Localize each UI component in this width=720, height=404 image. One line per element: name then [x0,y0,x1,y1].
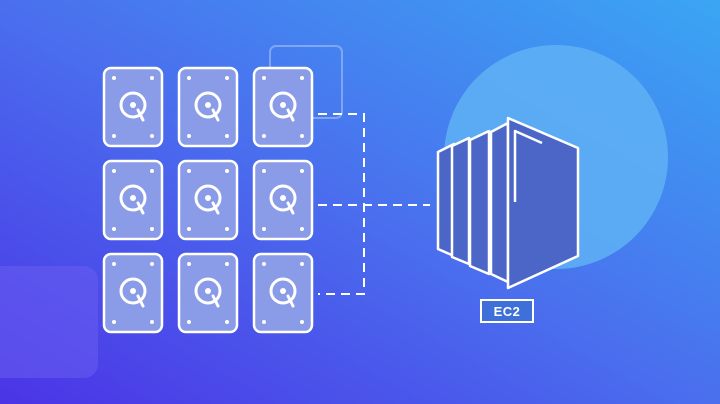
drive-arm [136,108,145,122]
drive-screw [187,169,191,173]
hard-drive-icon [252,252,314,334]
hard-drive-icon [252,66,314,148]
drive-screw [262,262,266,266]
drive-screw [300,134,304,138]
drive-screw [150,169,154,173]
drive-platter [269,277,297,305]
drive-spindle [130,195,136,201]
drive-arm [211,108,220,122]
drive-screw [112,169,116,173]
drive-screw [225,320,229,324]
drive-arm [136,294,145,308]
drive-screw [225,169,229,173]
drive-spindle [280,102,286,108]
ec2-server-stack-icon [436,116,580,290]
drive-screw [262,169,266,173]
drive-platter [194,277,222,305]
drive-spindle [130,288,136,294]
server-slice-3 [468,129,491,276]
drive-screw [225,76,229,80]
drive-spindle [205,102,211,108]
drive-screw [300,227,304,231]
drive-spindle [205,195,211,201]
drive-arm [286,108,295,122]
drive-screw [225,227,229,231]
drive-screw [150,262,154,266]
drive-arm [211,294,220,308]
drive-screw [187,262,191,266]
drive-screw [187,134,191,138]
drive-arm [286,201,295,215]
drive-platter [119,184,147,212]
drive-spindle [205,288,211,294]
drive-spindle [280,195,286,201]
drive-screw [262,134,266,138]
drive-screw [112,227,116,231]
drive-screw [262,76,266,80]
drive-screw [225,262,229,266]
drive-screw [300,76,304,80]
drive-screw [262,320,266,324]
drive-screw [150,227,154,231]
hard-drive-icon [102,159,164,241]
connection-lines [318,113,430,295]
drive-screw [150,76,154,80]
server-slice-4 [489,121,510,284]
drive-platter [269,91,297,119]
drive-screw [300,169,304,173]
drive-screw [262,227,266,231]
drive-spindle [280,288,286,294]
server-front-panel [506,116,580,290]
drive-platter [194,91,222,119]
ec2-label: EC2 [480,299,534,323]
drive-platter [119,91,147,119]
drive-screw [187,320,191,324]
drive-screw [225,134,229,138]
drive-screw [112,320,116,324]
hard-drive-icon [177,159,239,241]
drive-screw [300,320,304,324]
server-front-highlight [513,129,543,202]
hard-drive-icon [252,159,314,241]
drive-screw [112,134,116,138]
drive-screw [150,134,154,138]
drive-platter [119,277,147,305]
drive-arm [286,294,295,308]
drive-screw [150,320,154,324]
drive-arm [211,201,220,215]
drive-screw [187,227,191,231]
drive-platter [194,184,222,212]
hard-drive-icon [177,66,239,148]
hard-drive-icon [102,66,164,148]
drive-screw [112,76,116,80]
hard-drive-icon [177,252,239,334]
drive-screw [112,262,116,266]
drive-arm [136,201,145,215]
drive-screw [300,262,304,266]
volume-grid [102,66,314,334]
drive-platter [269,184,297,212]
hard-drive-icon [102,252,164,334]
drive-screw [187,76,191,80]
drive-spindle [130,102,136,108]
server-slice-2 [450,136,471,266]
background-square [0,266,98,378]
